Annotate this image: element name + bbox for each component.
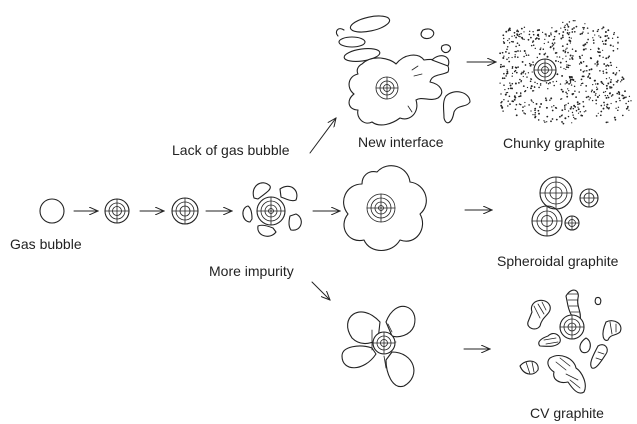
- arrow-to-cv-intermediate: [312, 282, 330, 300]
- cv-graphite-figure: [520, 290, 621, 393]
- nucleus-with-petals-figure: [243, 183, 301, 236]
- nucleus-small-figure: [105, 199, 129, 223]
- nucleus-figure: [172, 198, 198, 224]
- cv-intermediate-figure: [342, 306, 415, 386]
- arrow-to-new-interface: [310, 118, 336, 153]
- new-interface-figure: [336, 13, 470, 125]
- chunky-graphite-label: Chunky graphite: [503, 135, 605, 151]
- flower-shape-figure: [344, 166, 427, 251]
- spheroidal-graphite-label: Spheroidal graphite: [497, 253, 619, 269]
- new-interface-label: New interface: [358, 134, 444, 150]
- gas-bubble-figure: [40, 199, 64, 223]
- lack-of-gas-bubble-label: Lack of gas bubble: [172, 142, 290, 158]
- spheroidal-graphite-figure: [532, 177, 598, 236]
- chunky-graphite-figure: [499, 20, 631, 125]
- more-impurity-label: More impurity: [209, 263, 294, 279]
- gas-bubble-label: Gas bubble: [10, 236, 82, 252]
- cv-graphite-label: CV graphite: [530, 405, 604, 421]
